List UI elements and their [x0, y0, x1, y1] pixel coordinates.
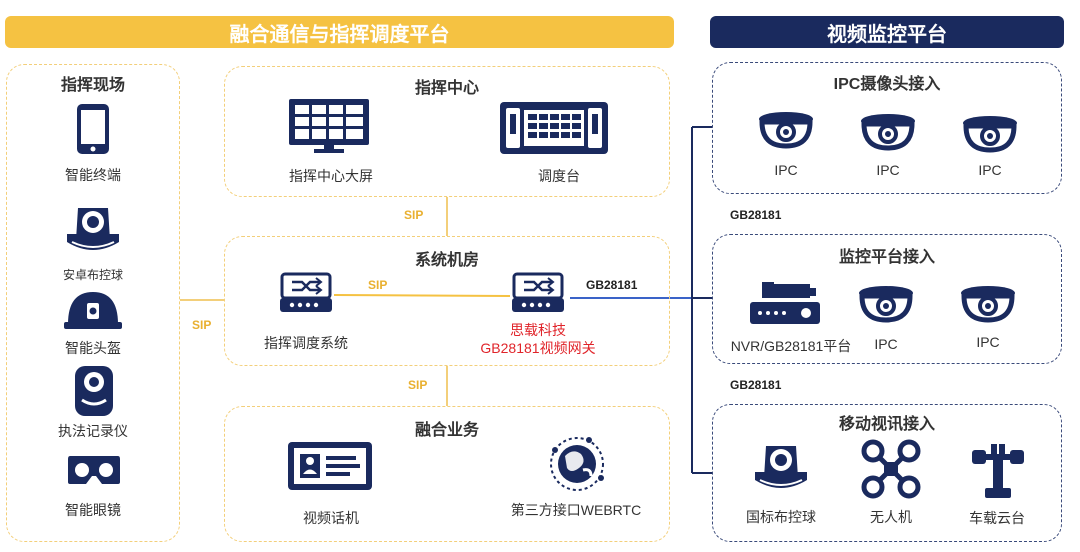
dome-ipc-icon [858, 112, 918, 152]
field-title: 指挥现场 [60, 77, 125, 94]
gb28181-link-label: GB28181 [730, 208, 782, 222]
field-item-label: 执法记录仪 [58, 423, 128, 439]
fusion-item-label: 第三方接口WEBRTC [510, 502, 642, 518]
video-surveillance-banner: 视频监控平台 [710, 16, 1064, 48]
fusion-platform-banner: 融合通信与指挥调度平台 [5, 16, 674, 48]
mobile-item-label: 车载云台 [969, 510, 1025, 526]
mobile-access-title: 移动视讯接入 [838, 416, 935, 433]
dome-ipc-icon [958, 284, 1018, 324]
dome-ipc-icon [856, 284, 916, 324]
fusion-panel [224, 406, 670, 542]
video-phone-icon [288, 442, 372, 490]
ipc-access-title: IPC摄像头接入 [833, 76, 941, 93]
nvr-icon [750, 282, 820, 324]
dome-ipc-icon [756, 110, 816, 150]
field-panel [6, 64, 180, 542]
monitor-access-title: 监控平台接入 [838, 249, 935, 266]
fusion-title: 融合业务 [414, 422, 479, 439]
fusion-item-label: 视频话机 [303, 510, 359, 526]
sip-link-label: SIP [404, 208, 424, 222]
dome-camera-icon [755, 446, 807, 488]
field-item-label: 智能终端 [65, 167, 121, 183]
sip-link-label: SIP [368, 278, 388, 292]
machine-room-panel [224, 236, 670, 366]
machine-room-title: 系统机房 [414, 252, 479, 269]
gateway-name-label: GB28181视频网关 [480, 340, 596, 356]
switch-icon [278, 272, 334, 314]
body-camera-icon [75, 366, 113, 416]
sip-link-label: SIP [192, 318, 212, 332]
video-wall-icon [289, 99, 369, 153]
field-item-label: 智能眼镜 [65, 502, 121, 518]
drone-icon [861, 439, 921, 499]
sip-link-label: SIP [408, 378, 428, 392]
mobile-item-label: 无人机 [870, 509, 912, 525]
gateway-vendor-label: 思载科技 [510, 322, 566, 338]
command-center-panel [224, 66, 670, 197]
field-item-label: 安卓布控球 [62, 268, 123, 282]
dispatch-to-gateway-line [333, 294, 511, 297]
globe-icon [550, 437, 604, 491]
monitor-access-panel [712, 234, 1062, 364]
ipc-item-label: IPC [876, 162, 900, 178]
mobile-access-panel [712, 404, 1062, 542]
ipc-access-panel [712, 62, 1062, 194]
helmet-icon [64, 292, 122, 329]
mobile-item-label: 国标布控球 [746, 509, 816, 525]
command-center-title: 指挥中心 [414, 80, 479, 97]
ipc-item-label: IPC [774, 162, 798, 178]
dome-camera-icon [67, 208, 119, 250]
gb28181-link-label: GB28181 [586, 278, 638, 292]
dispatch-console-icon [500, 102, 608, 154]
machine-room-item-label: 指挥调度系统 [264, 335, 348, 351]
command-center-item-label: 调度台 [538, 168, 580, 184]
dome-ipc-icon [960, 114, 1020, 154]
smartphone-icon [77, 104, 109, 154]
ipc-item-label: IPC [978, 162, 1002, 178]
gb28181-link-label: GB28181 [730, 378, 782, 392]
vehicle-ptz-icon [972, 444, 1024, 498]
monitor-item-label: NVR/GB28181平台 [730, 338, 852, 354]
switch-icon [510, 272, 566, 314]
smart-glasses-icon [68, 456, 120, 484]
command-center-item-label: 指挥中心大屏 [289, 168, 373, 184]
field-item-label: 智能头盔 [65, 340, 121, 356]
monitor-item-label: IPC [976, 334, 1000, 350]
monitor-item-label: IPC [874, 336, 898, 352]
